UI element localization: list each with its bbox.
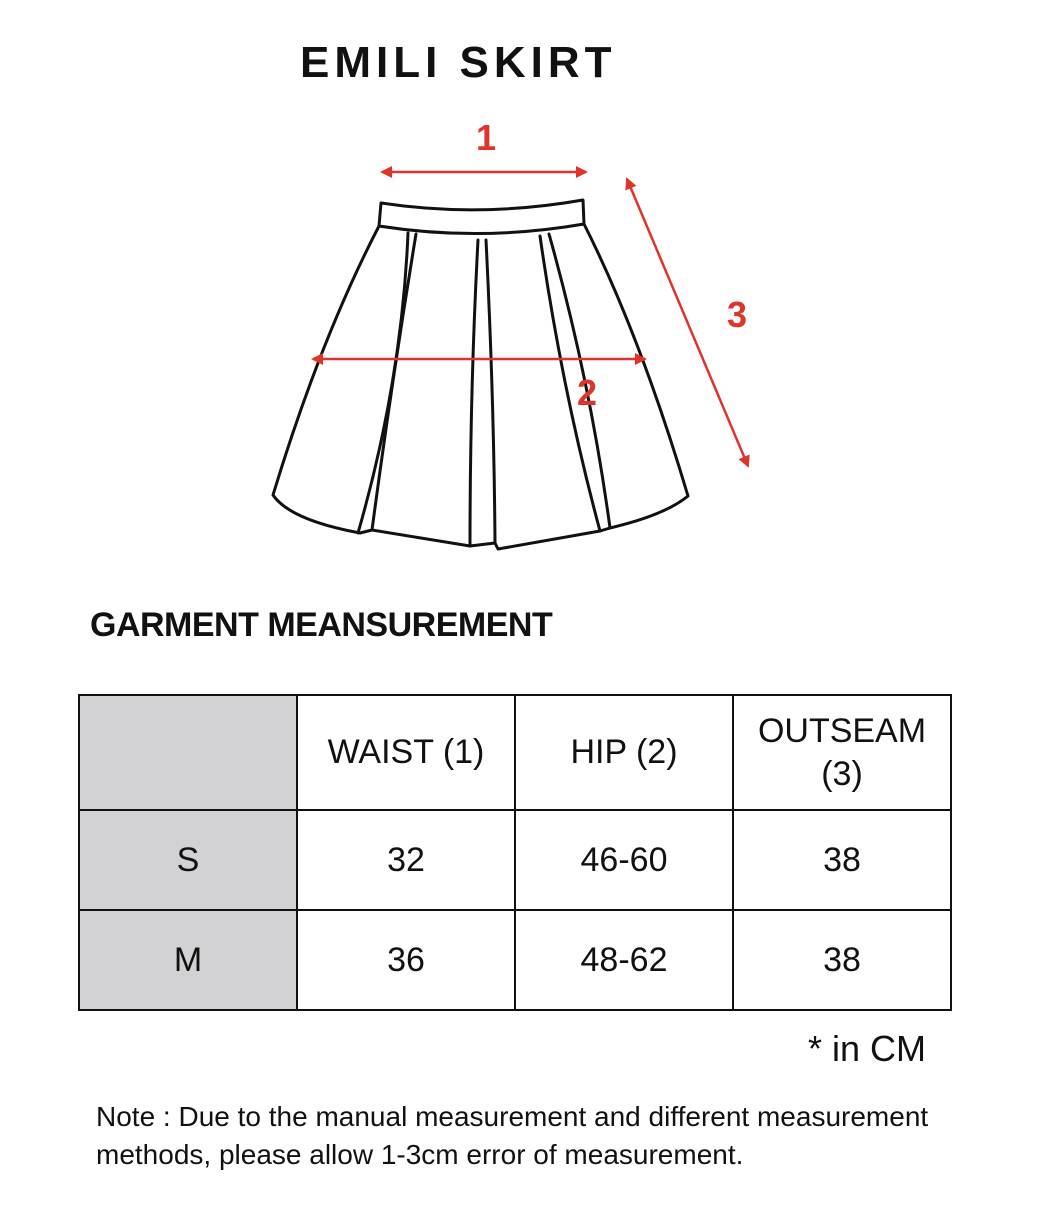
pleat-line xyxy=(370,232,418,532)
pleat-line xyxy=(538,234,602,533)
waist-value: 36 xyxy=(296,909,516,1011)
measurement-note: Note : Due to the manual measurement and… xyxy=(96,1101,929,1170)
outseam-value: 38 xyxy=(732,809,952,911)
table-row: S 32 46-60 38 xyxy=(78,809,952,911)
hip-value: 46-60 xyxy=(514,809,734,911)
outseam-value: 38 xyxy=(732,909,952,1011)
hip-label: 2 xyxy=(577,372,597,413)
waistband xyxy=(377,198,586,236)
skirt-diagram: 1 2 3 xyxy=(271,117,750,551)
header-outseam-text: OUTSEAM (3) xyxy=(757,712,927,793)
waist-value: 32 xyxy=(296,809,516,911)
skirt-outline xyxy=(271,198,690,551)
header-hip: HIP (2) xyxy=(514,694,734,811)
pleat-line xyxy=(356,231,410,535)
pleat-line xyxy=(547,232,612,530)
size-table: WAIST (1) HIP (2) OUTSEAM (3) S 32 46-60… xyxy=(78,694,952,1011)
outseam-arrow xyxy=(625,177,750,468)
table-row: M 36 48-62 38 xyxy=(78,909,952,1011)
outseam-label: 3 xyxy=(727,294,747,335)
unit-note: * in CM xyxy=(807,1028,926,1069)
pleat-line xyxy=(484,238,497,545)
hip-value: 48-62 xyxy=(514,909,734,1011)
section-title: GARMENT MEANSUREMENT xyxy=(90,606,553,644)
skirt-body xyxy=(271,222,690,551)
table-header-row: WAIST (1) HIP (2) OUTSEAM (3) xyxy=(78,694,952,811)
header-outseam: OUTSEAM (3) xyxy=(732,694,952,811)
size-label: S xyxy=(78,809,298,911)
header-waist: WAIST (1) xyxy=(296,694,516,811)
waist-label: 1 xyxy=(476,117,496,158)
product-title: EMILI SKIRT xyxy=(300,38,617,87)
size-label: M xyxy=(78,909,298,1011)
table-corner-cell xyxy=(78,694,298,811)
pleat-line xyxy=(468,238,480,548)
